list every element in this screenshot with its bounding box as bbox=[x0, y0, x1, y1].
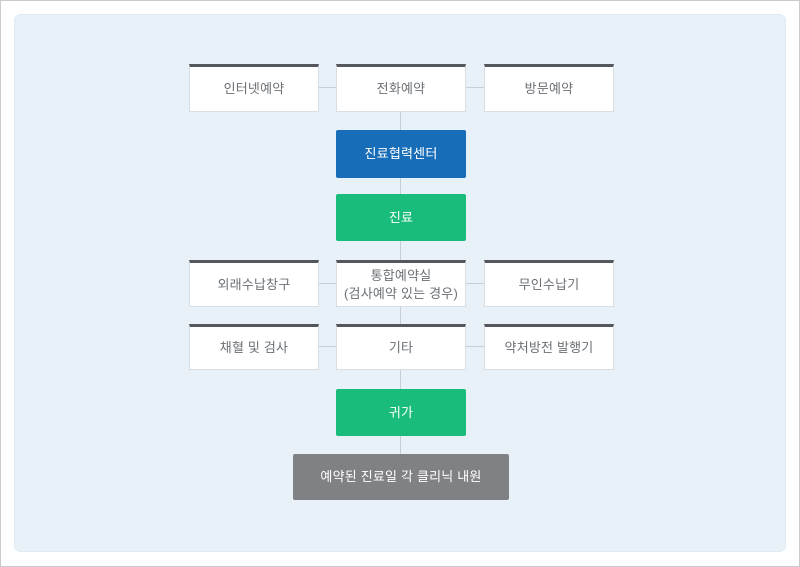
node-return-home: 귀가 bbox=[336, 389, 466, 436]
node-integrated-reservation-room: 통합예약실 (검사예약 있는 경우) bbox=[336, 260, 466, 307]
connector-line-horizontal bbox=[319, 87, 336, 88]
node-treatment: 진료 bbox=[336, 194, 466, 241]
connector-line-vertical bbox=[400, 436, 401, 454]
connector-line-vertical bbox=[400, 241, 401, 260]
node-label: 방문예약 bbox=[524, 81, 574, 96]
node-visit-reservation: 방문예약 bbox=[484, 64, 614, 112]
node-blood-collection-and-test: 채혈 및 검사 bbox=[189, 324, 319, 370]
node-label: 외래수납창구 bbox=[217, 276, 291, 292]
node-label: 약처방전 발행기 bbox=[504, 340, 594, 355]
node-prescription-printer: 약처방전 발행기 bbox=[484, 324, 614, 370]
node-outpatient-payment-counter: 외래수납창구 bbox=[189, 260, 319, 307]
node-internet-reservation: 인터넷예약 bbox=[189, 64, 319, 112]
node-self-payment-kiosk: 무인수납기 bbox=[484, 260, 614, 307]
node-label: 진료협력센터 bbox=[364, 146, 438, 161]
node-care-cooperation-center: 진료협력센터 bbox=[336, 130, 466, 178]
node-label: 진료 bbox=[388, 209, 414, 225]
connector-line-vertical bbox=[400, 370, 401, 389]
connector-line-horizontal bbox=[319, 346, 336, 347]
node-label: 무인수납기 bbox=[518, 276, 580, 292]
node-label: 전화예약 bbox=[376, 81, 426, 96]
connector-line-horizontal bbox=[466, 87, 484, 88]
connector-line-vertical bbox=[400, 307, 401, 324]
connector-line-horizontal bbox=[466, 346, 484, 347]
node-label: 기타 bbox=[388, 340, 414, 355]
node-label: 인터넷예약 bbox=[223, 81, 285, 96]
node-phone-reservation: 전화예약 bbox=[336, 64, 466, 112]
node-etc: 기타 bbox=[336, 324, 466, 370]
node-label-line2: (검사예약 있는 경우) bbox=[344, 285, 458, 301]
node-label: 예약된 진료일 각 클리닉 내원 bbox=[320, 469, 482, 484]
connector-line-vertical bbox=[400, 178, 401, 194]
connector-line-horizontal bbox=[466, 283, 484, 284]
connector-line-horizontal bbox=[319, 283, 336, 284]
node-label-line1: 통합예약실 bbox=[370, 267, 432, 283]
node-label: 귀가 bbox=[388, 404, 414, 420]
node-label: 채혈 및 검사 bbox=[219, 340, 289, 355]
connector-line-vertical bbox=[400, 112, 401, 130]
node-clinic-visit-on-reserved-date: 예약된 진료일 각 클리닉 내원 bbox=[293, 454, 509, 500]
